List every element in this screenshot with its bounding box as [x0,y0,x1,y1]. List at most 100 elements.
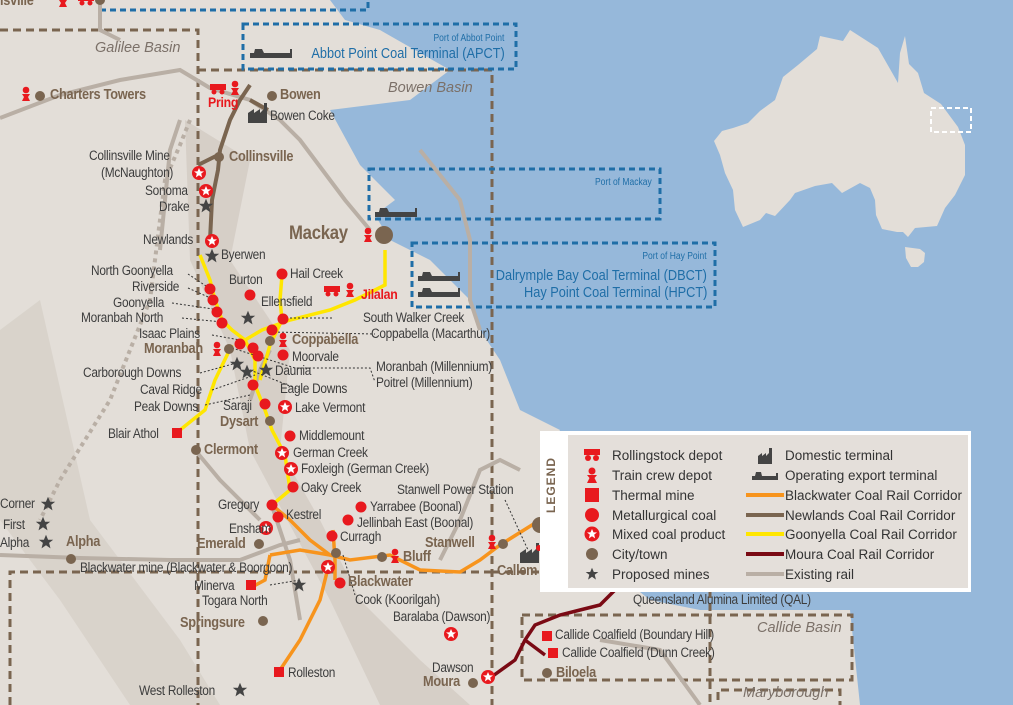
mine-poitrel-millennium: Poitrel (Millennium) [376,375,473,390]
mine-collinsville: Collinsville Mine [89,148,170,163]
blackwater-line-icon [746,493,784,497]
legend-train-crew-depot: Train crew depot [572,466,712,484]
export-terminal-icon [745,470,785,480]
mine-alpha: Alpha [0,535,30,550]
thermal-mine-icon [572,488,612,502]
legend-title: LEGEND [544,456,558,513]
legend-mixed-coal-product: Mixed coal product [572,525,725,543]
mine-north-goonyella: North Goonyella [91,263,173,278]
mine-drake: Drake [159,199,190,214]
metallurgical-coal-icon [572,507,612,523]
terminal-stanwell-power: Stanwell Power Station [397,482,514,497]
legend-goonyella-corridor: Goonyella Coal Rail Corridor [745,525,957,543]
town-collinsville: Collinsville [229,149,294,165]
depot-bluff: Bluff [403,549,431,565]
mine-saraji: Saraji [223,398,252,413]
rollingstock-depot-icon [572,448,612,462]
port-hay-point-label: Port of Hay Point [642,251,707,262]
mine-moorvale: Moorvale [292,349,339,364]
train-crew-depot-icon [572,467,612,483]
mine-baralaba: Baralaba (Dawson) [393,609,491,624]
mine-callide-boundary-hill: Callide Coalfield (Boundary Hill) [555,627,715,642]
existing-rail-line-icon [746,572,784,576]
mine-gregory: Gregory [218,497,260,512]
maryborough-label: Maryborough [743,685,829,701]
town-collinsville-partial: isville [0,0,34,9]
mine-daunia: Daunia [275,363,312,378]
mine-lake-vermont: Lake Vermont [295,400,366,415]
mine-hail-creek: Hail Creek [290,266,343,281]
mine-peak-downs: Peak Downs [134,399,199,414]
legend-panel: LEGEND Rollingstock depot Train crew dep… [540,431,971,592]
town-dysart: Dysart [220,414,259,430]
mine-curragh: Curragh [340,529,382,544]
legend-domestic-terminal: Domestic terminal [745,446,893,464]
town-alpha: Alpha [66,534,101,550]
callide-basin-label: Callide Basin [757,620,842,636]
legend-thermal-mine: Thermal mine [572,486,695,504]
legend-moura-corridor: Moura Coal Rail Corridor [745,545,934,563]
mine-german-creek: German Creek [293,445,368,460]
mine-dawson: Dawson [432,660,474,675]
depot-jilalan: Jilalan [361,286,398,302]
mine-middlemount: Middlemount [299,428,365,443]
mine-south-walker-creek: South Walker Creek [363,310,465,325]
city-town-icon [572,547,612,561]
mine-oaky-creek: Oaky Creek [301,480,362,495]
galilee-basin-label: Galilee Basin [95,40,181,56]
town-bowen: Bowen [280,87,321,103]
town-mackay: Mackay [289,223,348,244]
mine-byerwen: Byerwen [221,247,266,262]
town-biloela: Biloela [556,665,596,681]
mine-west-rolleston: West Rolleston [139,683,215,698]
town-emerald: Emerald [197,536,246,552]
legend-metallurgical-coal: Metallurgical coal [572,506,716,524]
mine-moranbah-millennium: Moranbah (Millennium) [376,359,492,374]
legend-export-terminal: Operating export terminal [745,466,937,484]
bowen-basin-label: Bowen Basin [388,80,473,96]
moura-line-icon [746,552,784,556]
mine-eagle-downs: Eagle Downs [280,381,348,396]
mine-rolleston: Rolleston [288,665,336,680]
mine-blair-athol: Blair Athol [108,426,159,441]
terminal-qal: Queensland Alumina Limited (QAL) [633,592,811,607]
legend-newlands-corridor: Newlands Coal Rail Corridor [745,506,955,524]
mine-mcnaughton: (McNaughton) [101,165,174,180]
mine-caval-ridge: Caval Ridge [140,382,202,397]
port-mackay-label: Port of Mackay [595,177,652,188]
legend-existing-rail: Existing rail [745,565,854,583]
mine-togara-north: Togara North [202,593,268,608]
mine-isaac-plains: Isaac Plains [139,326,200,341]
mine-callide-dunn-creek: Callide Coalfield (Dunn Creek) [562,645,715,660]
mixed-coal-product-icon [572,526,612,542]
town-springsure: Springsure [180,615,245,631]
mine-ellensfield: Ellensfield [261,294,313,309]
mine-jellinbah-east: Jellinbah East (Boonal) [357,515,474,530]
town-callemondah: Callem [497,563,538,579]
town-charters-towers: Charters Towers [50,87,146,103]
proposed-mine-icon [572,567,612,581]
mine-kestrel: Kestrel [286,507,322,522]
mine-foxleigh: Foxleigh (German Creek) [301,461,429,476]
mine-minerva: Minerva [194,578,235,593]
mine-corner: Corner [0,496,35,511]
goonyella-line-icon [746,532,784,536]
town-coppabella: Coppabella [292,332,359,348]
mine-coppabella-macarthur: Coppabella (Macarthur) [371,326,490,341]
mine-newlands: Newlands [143,232,194,247]
town-blackwater: Blackwater [348,574,413,590]
legend-city-town: City/town [572,545,668,563]
mine-riverside: Riverside [132,279,180,294]
mine-carborough-downs: Carborough Downs [83,365,182,380]
terminal-bowen-coke: Bowen Coke [270,108,335,123]
mine-first: First [3,517,25,532]
legend-proposed-mines: Proposed mines [572,565,710,583]
town-clermont: Clermont [204,442,258,458]
apct-label: Abbot Point Coal Terminal (APCT) [311,46,505,62]
town-stanwell: Stanwell [425,535,475,551]
mine-sonoma: Sonoma [145,183,188,198]
mine-blackwater: Blackwater mine (Blackwater & Boorgoon) [80,560,293,575]
legend-blackwater-corridor: Blackwater Coal Rail Corridor [745,486,962,504]
